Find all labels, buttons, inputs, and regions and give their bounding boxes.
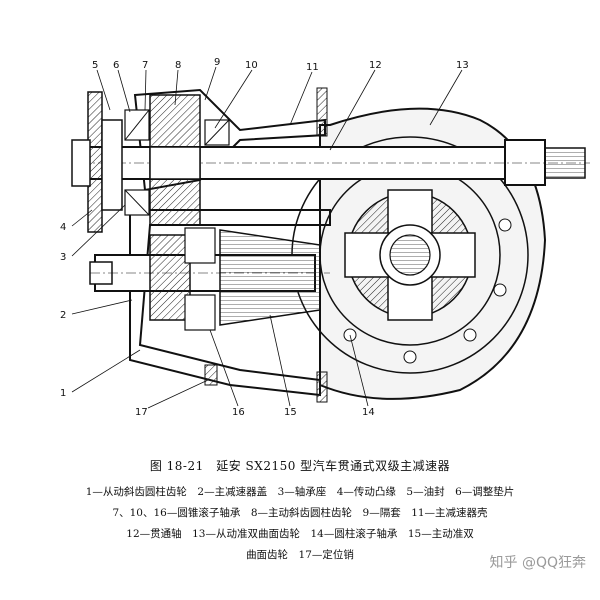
callout-9: 9 (214, 57, 220, 68)
callout-4: 4 (60, 222, 66, 233)
callout-10: 10 (245, 60, 258, 71)
locating-pin (204, 364, 218, 386)
callout-11: 11 (306, 62, 319, 73)
callout-7: 7 (142, 60, 148, 71)
callout-15: 15 (284, 407, 297, 418)
driving-helical-gear (149, 94, 201, 226)
callout-6: 6 (113, 60, 119, 71)
callout-3: 3 (60, 252, 66, 263)
legend-line-2: 7、10、16—圆锥滚子轴承 8—主动斜齿圆柱齿轮 9—隔套 11—主减速器壳 (112, 507, 488, 519)
legend-line-1: 1—从动斜齿圆柱齿轮 2—主减速器盖 3—轴承座 4—传动凸缘 5—油封 6—调… (85, 486, 515, 498)
callout-13: 13 (456, 60, 469, 71)
callout-1: 1 (60, 388, 66, 399)
reducer-cross-section-drawing: 5 6 7 8 9 10 11 12 13 4 3 2 1 17 16 15 1… (60, 57, 590, 418)
legend-line-3: 12—贯通轴 13—从动准双曲面齿轮 14—圆柱滚子轴承 15—主动准双 (126, 528, 474, 540)
input-flange (71, 91, 123, 233)
leader-lines (71, 66, 463, 409)
callout-16: 16 (232, 407, 245, 418)
tapered-roller-bearings (124, 109, 230, 216)
callout-14: 14 (362, 407, 375, 418)
legend-line-4: 曲面齿轮 17—定位销 (246, 549, 354, 561)
callout-17: 17 (135, 407, 148, 418)
differential-spider (344, 189, 476, 321)
driving-hypoid-pinion (89, 227, 330, 331)
callout-numbers: 5 6 7 8 9 10 11 12 13 4 3 2 1 17 16 15 1… (60, 57, 469, 418)
figure-caption: 图 18-21 延安 SX2150 型汽车贯通式双级主减速器 (149, 459, 451, 473)
callout-12: 12 (369, 60, 382, 71)
watermark: 知乎 @QQ狂奔 (489, 555, 587, 571)
callout-5: 5 (92, 60, 98, 71)
callout-8: 8 (175, 60, 181, 71)
callout-2: 2 (60, 310, 66, 321)
